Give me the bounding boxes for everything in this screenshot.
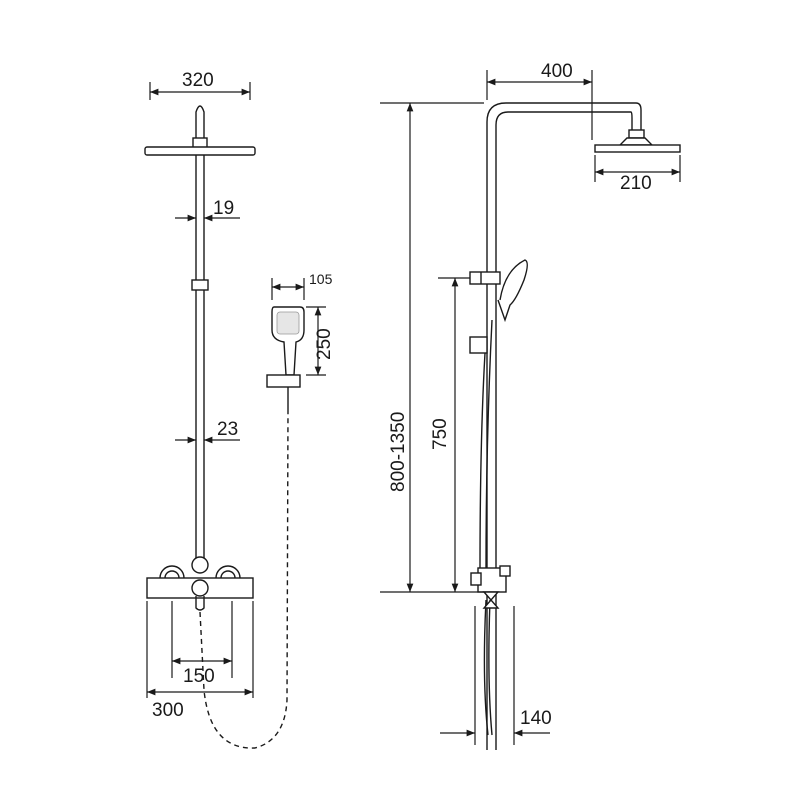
riser-arm <box>486 102 642 750</box>
dim-upper-pipe: 19 <box>213 198 234 219</box>
dim-wall-offset: 140 <box>520 708 552 729</box>
arm-connector <box>628 129 645 139</box>
dim-head-diameter: 210 <box>620 173 652 194</box>
right-knob <box>215 565 241 579</box>
connector-nut <box>191 556 209 574</box>
left-knob <box>159 565 185 579</box>
side-hose <box>483 599 493 736</box>
diverter-valve <box>482 591 500 609</box>
outlet <box>195 596 205 611</box>
dim-hand-length: 250 <box>314 328 335 360</box>
diverter-knob <box>191 579 209 597</box>
dim-head-width: 320 <box>182 70 214 91</box>
dim-mixer-spacing: 150 <box>183 666 215 687</box>
slide-bracket <box>191 279 209 291</box>
hand-shower-view: 105 250 <box>266 271 335 410</box>
dim-hand-head-width: 105 <box>309 271 333 287</box>
spray-face <box>276 311 300 335</box>
dim-rail-height: 750 <box>430 418 451 450</box>
dim-height-range: 800-1350 <box>388 412 409 492</box>
dim-mixer-width: 300 <box>152 700 184 721</box>
dim-arm-reach: 400 <box>541 61 573 82</box>
dim-lower-pipe: 23 <box>217 419 238 440</box>
front-view: 320 19 23 150 300 <box>144 70 289 749</box>
slide-stop <box>469 336 488 354</box>
overhead-shower-head <box>144 146 256 156</box>
shower-arm <box>195 105 205 145</box>
slide-bracket-side <box>469 271 501 285</box>
hand-shower-holder <box>266 374 301 388</box>
overhead-shower-head-side <box>594 144 681 153</box>
hose <box>199 409 289 749</box>
hand-shower-side <box>497 259 528 323</box>
side-view: 400 210 800-1350 750 140 <box>380 61 681 750</box>
